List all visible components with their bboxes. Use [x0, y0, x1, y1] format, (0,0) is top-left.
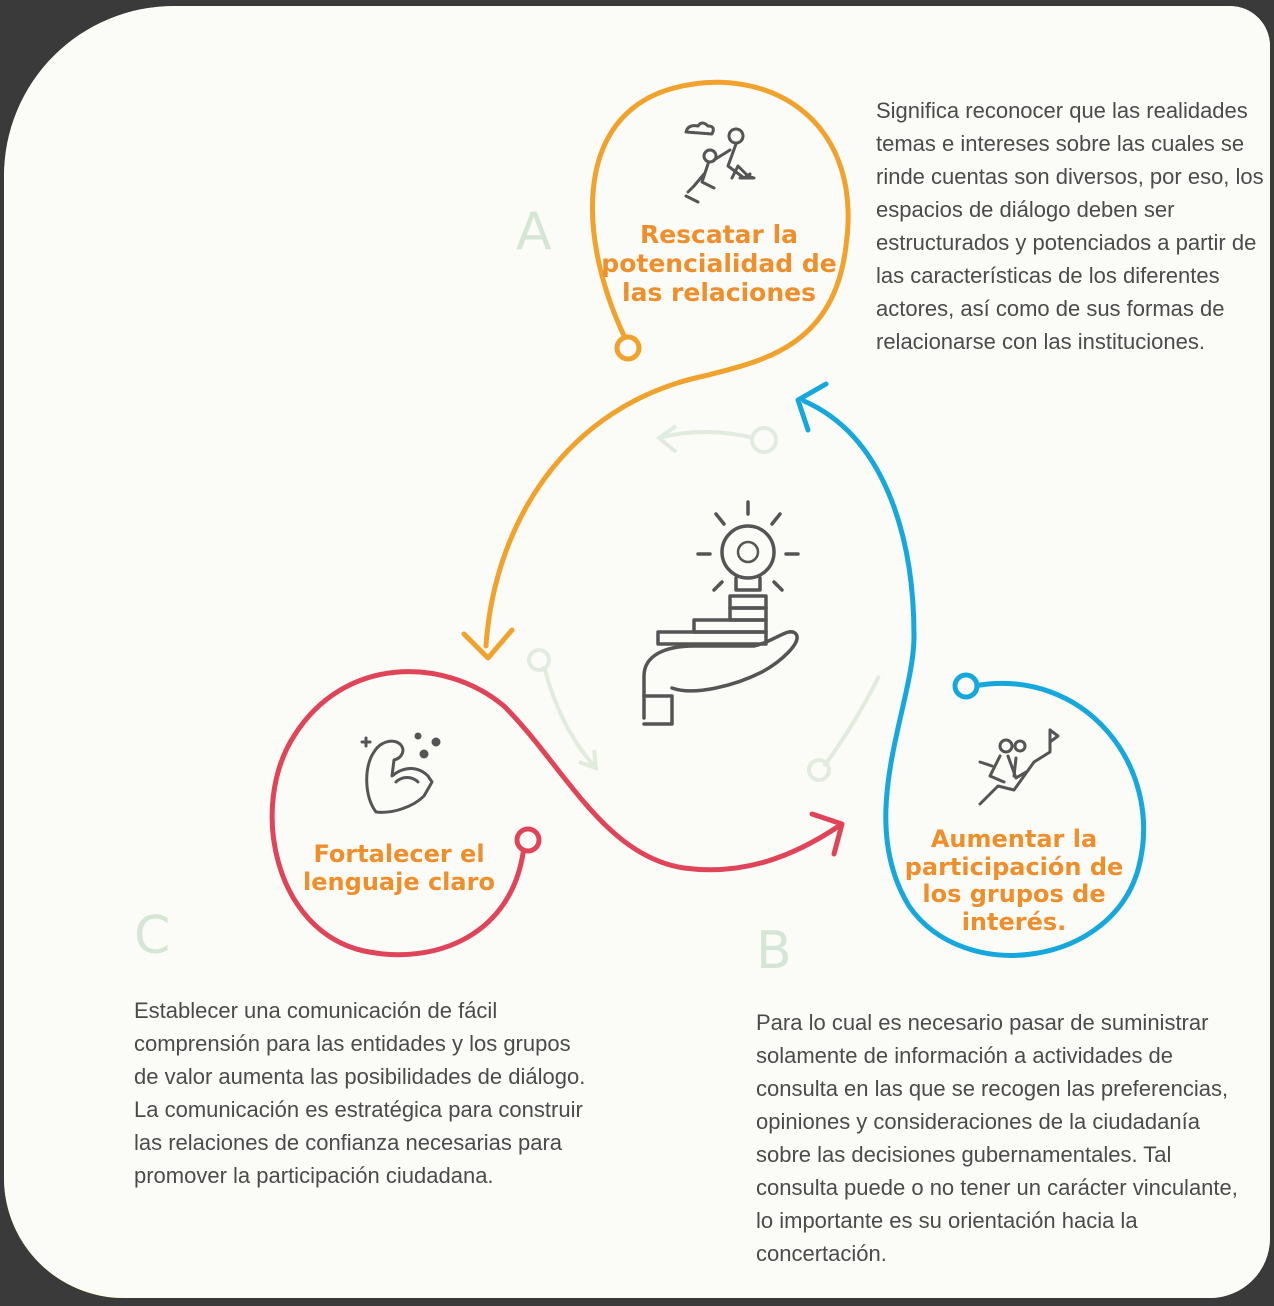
letter-c: C — [134, 906, 171, 966]
climbing-to-flag-icon — [978, 728, 1060, 806]
loop-b — [795, 381, 1146, 958]
loop-c-arrowhead — [809, 811, 845, 857]
loop-a-line — [483, 79, 851, 649]
loop-a — [461, 79, 851, 661]
loop-c-line — [269, 669, 842, 958]
loop-a-arrowhead — [461, 627, 515, 661]
cycle-diagram — [269, 79, 1146, 958]
label-rescatar-potencialidad: Rescatar la potencialidad de las relacio… — [601, 220, 837, 307]
loop-c-start-dot — [514, 826, 542, 854]
letter-a: A — [516, 202, 552, 262]
loop-b-line — [801, 398, 1146, 958]
loop-a-start-dot — [614, 334, 642, 362]
label-aumentar-participacion: Aumentar la participación de los grupos … — [904, 825, 1124, 936]
label-fortalecer-lenguaje: Fortalecer el lenguaje claro — [303, 840, 495, 896]
description-a: Significa reconocer que las realidades t… — [876, 98, 1264, 354]
letter-b: B — [756, 921, 792, 981]
hand-lightbulb-stairs-icon — [642, 500, 800, 726]
faded-background-arrows — [527, 424, 881, 782]
loop-c — [269, 669, 845, 958]
infographic-card: A B C Rescatar la potencialidad de las r… — [4, 6, 1270, 1298]
flexed-arm-icon — [360, 732, 441, 814]
climbing-people-icon — [684, 121, 756, 204]
card-surface — [4, 6, 1270, 1298]
loop-b-arrowhead — [795, 381, 829, 433]
description-b: Para lo cual es necesario pasar de sumin… — [756, 1010, 1238, 1266]
description-c: Establecer una comunicación de fácil com… — [134, 998, 586, 1188]
loop-b-start-dot — [952, 672, 980, 700]
